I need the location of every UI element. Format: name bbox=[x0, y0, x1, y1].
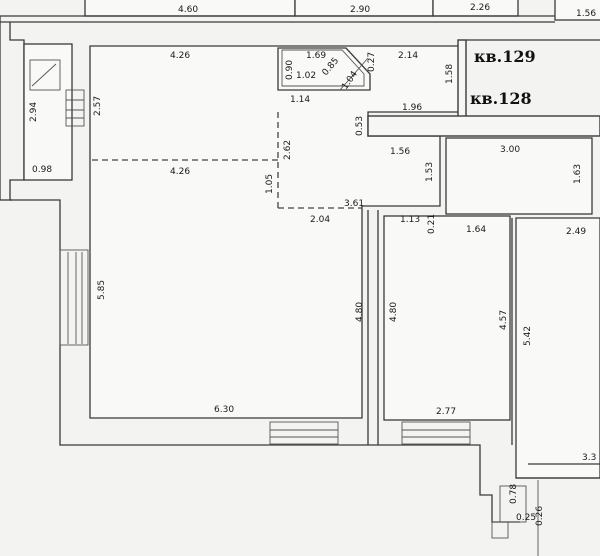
room-3-00 bbox=[445, 137, 593, 215]
dim-label: 4.80 bbox=[355, 302, 365, 322]
dim-label: 1.53 bbox=[425, 162, 435, 182]
dim-label: 2.94 bbox=[29, 102, 39, 122]
dim-label: 2.77 bbox=[436, 407, 456, 417]
dim-label: 1.96 bbox=[402, 103, 422, 113]
dim-label: 0.25 bbox=[516, 513, 536, 523]
apartment-129-label: кв.129 bbox=[474, 47, 536, 66]
dim-label: 1.69 bbox=[306, 51, 326, 61]
dim-label: 1.05 bbox=[265, 174, 275, 194]
dim-label: 0.78 bbox=[509, 484, 519, 504]
dim-label: 4.57 bbox=[499, 310, 509, 330]
dim-label: 2.90 bbox=[350, 5, 370, 15]
dim-label: 0.26 bbox=[535, 506, 545, 526]
dim-label: 0.27 bbox=[367, 52, 377, 72]
dim-label: 0.21 bbox=[427, 214, 437, 234]
apartment-labels: кв.129 кв.128 bbox=[470, 47, 536, 108]
dim-label: 5.42 bbox=[523, 326, 533, 346]
dim-label: 4.60 bbox=[178, 5, 198, 15]
dim-label: 1.56 bbox=[390, 147, 410, 157]
dim-label: 2.57 bbox=[93, 96, 103, 116]
dim-label: 2.62 bbox=[283, 140, 293, 160]
apartment-128-label: кв.128 bbox=[470, 89, 532, 108]
dim-label: 1.64 bbox=[466, 225, 486, 235]
shaft-room bbox=[23, 43, 73, 181]
dim-label: 0.98 bbox=[32, 165, 52, 175]
dim-label: 3.3 bbox=[582, 453, 596, 463]
dim-label: 2.14 bbox=[398, 51, 418, 61]
dim-label: 6.30 bbox=[214, 405, 234, 415]
dim-label: 0.53 bbox=[355, 116, 365, 136]
dim-label: 1.58 bbox=[445, 64, 455, 84]
dim-label: 2.49 bbox=[566, 227, 586, 237]
room-4-80 bbox=[383, 215, 511, 421]
dim-label: 3.61 bbox=[344, 199, 364, 209]
dim-label: 2.04 bbox=[310, 215, 330, 225]
dim-label: 1.13 bbox=[400, 215, 420, 225]
dimension-labels: 4.60 2.90 2.26 1.56 4.26 4.26 2.57 2.94 … bbox=[29, 3, 596, 526]
room-5-42 bbox=[515, 217, 600, 479]
dim-label: 1.02 bbox=[296, 71, 316, 81]
dim-label: 1.56 bbox=[576, 9, 596, 19]
dim-label: 2.26 bbox=[470, 3, 490, 13]
dim-label: 0.90 bbox=[285, 60, 295, 80]
dim-label: 1.14 bbox=[290, 95, 310, 105]
dim-label: 3.00 bbox=[500, 145, 520, 155]
bath-room bbox=[277, 47, 371, 91]
dim-label: 5.85 bbox=[97, 280, 107, 300]
dim-label: 4.26 bbox=[170, 167, 190, 177]
dim-label: 1.63 bbox=[573, 164, 583, 184]
upper-room-far bbox=[554, 0, 600, 21]
dim-label: 4.26 bbox=[170, 51, 190, 61]
dim-label: 4.80 bbox=[389, 302, 399, 322]
